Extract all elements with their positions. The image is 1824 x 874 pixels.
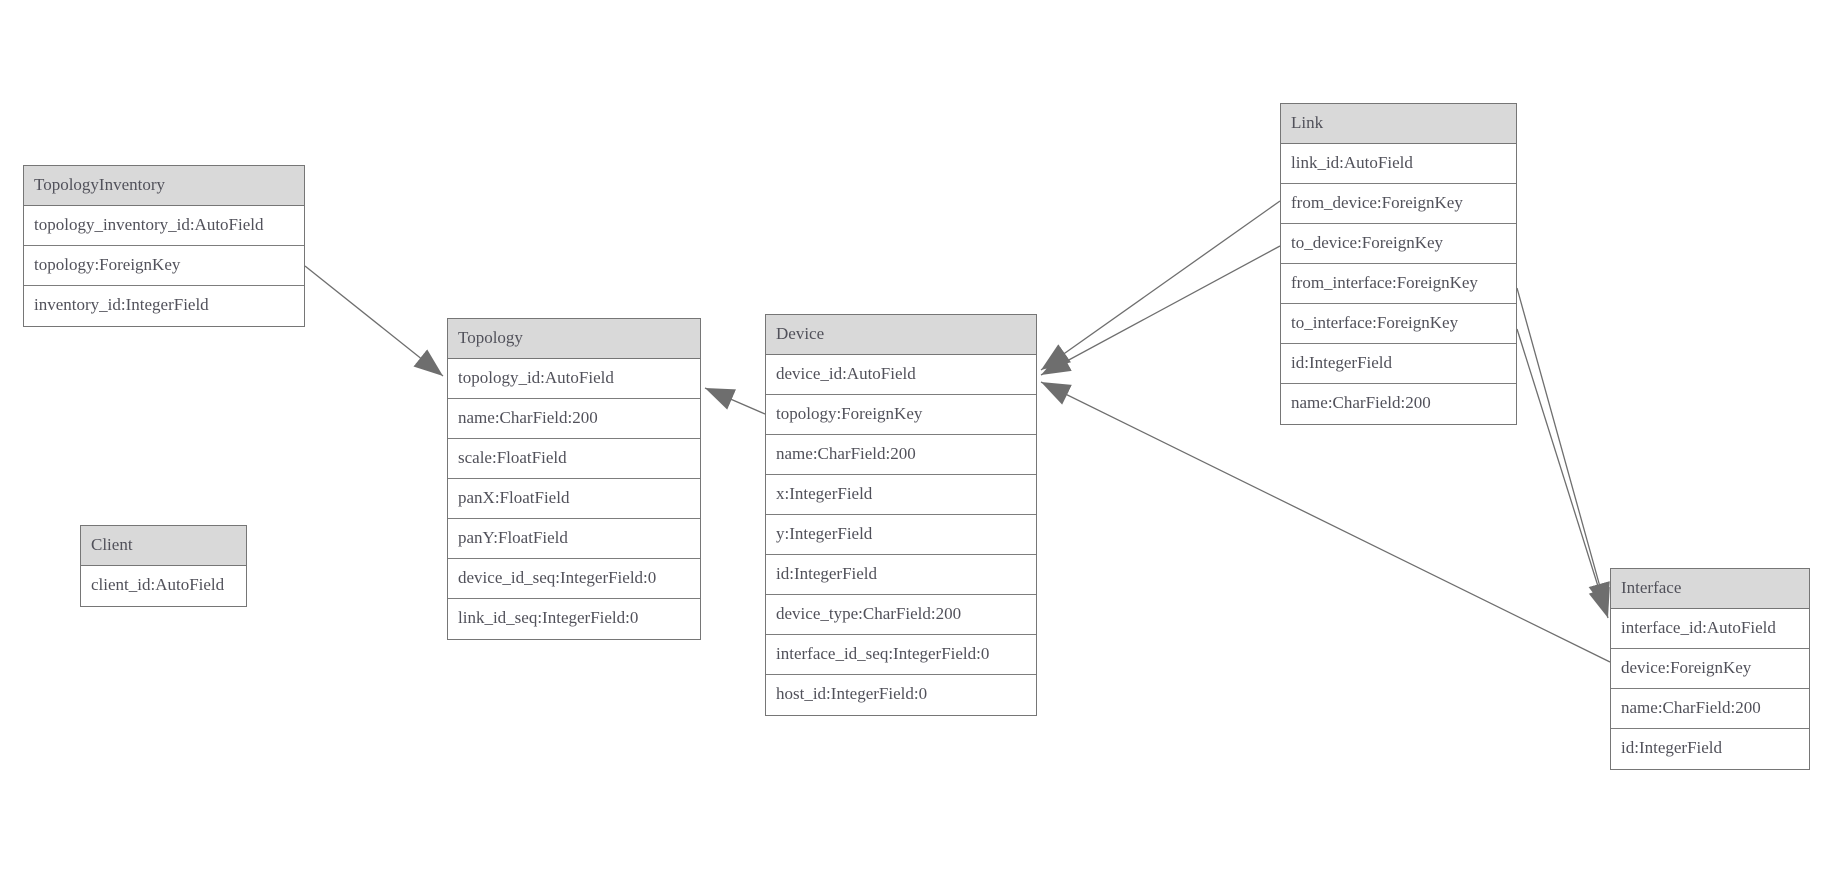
entity-field: scale:FloatField bbox=[448, 439, 700, 479]
entity-field: name:CharField:200 bbox=[1281, 384, 1516, 424]
entity-field: id:IntegerField bbox=[1611, 729, 1809, 769]
entity-field: inventory_id:IntegerField bbox=[24, 286, 304, 326]
edge-link-to_device-to-device bbox=[1040, 245, 1281, 376]
entity-title: TopologyInventory bbox=[24, 166, 304, 206]
entity-field: device_id_seq:IntegerField:0 bbox=[448, 559, 700, 599]
entity-field: x:IntegerField bbox=[766, 475, 1036, 515]
entity-field: client_id:AutoField bbox=[81, 566, 246, 606]
edge-device-topology-to-topology bbox=[704, 387, 766, 415]
entity-field: device:ForeignKey bbox=[1611, 649, 1809, 689]
edge-topologyinventory-topology-to-topology bbox=[304, 265, 444, 377]
entity-field: from_interface:ForeignKey bbox=[1281, 264, 1516, 304]
entity-field: topology:ForeignKey bbox=[24, 246, 304, 286]
entity-field: y:IntegerField bbox=[766, 515, 1036, 555]
entity-field: from_device:ForeignKey bbox=[1281, 184, 1516, 224]
entity-field: name:CharField:200 bbox=[448, 399, 700, 439]
entity-field: link_id_seq:IntegerField:0 bbox=[448, 599, 700, 639]
entity-field: name:CharField:200 bbox=[1611, 689, 1809, 729]
entity-field: panY:FloatField bbox=[448, 519, 700, 559]
entity-title: Topology bbox=[448, 319, 700, 359]
entity-title: Client bbox=[81, 526, 246, 566]
entity-field: to_interface:ForeignKey bbox=[1281, 304, 1516, 344]
entity-title: Link bbox=[1281, 104, 1516, 144]
entity-field: id:IntegerField bbox=[766, 555, 1036, 595]
entity-field: id:IntegerField bbox=[1281, 344, 1516, 384]
edge-link-from_interface-to-interface bbox=[1516, 287, 1610, 613]
entity-field: interface_id:AutoField bbox=[1611, 609, 1809, 649]
entity-field: name:CharField:200 bbox=[766, 435, 1036, 475]
entity-field: topology_id:AutoField bbox=[448, 359, 700, 399]
edge-link-to_interface-to-interface bbox=[1516, 328, 1610, 619]
entity-field: host_id:IntegerField:0 bbox=[766, 675, 1036, 715]
entity-field: panX:FloatField bbox=[448, 479, 700, 519]
edge-interface-device-to-device bbox=[1040, 381, 1611, 663]
entity-field: topology_inventory_id:AutoField bbox=[24, 206, 304, 246]
entity-title: Interface bbox=[1611, 569, 1809, 609]
entity-field: device_id:AutoField bbox=[766, 355, 1036, 395]
edge-link-from_device-to-device bbox=[1040, 200, 1281, 371]
entity-field: to_device:ForeignKey bbox=[1281, 224, 1516, 264]
entity-field: link_id:AutoField bbox=[1281, 144, 1516, 184]
entity-field: device_type:CharField:200 bbox=[766, 595, 1036, 635]
entity-field: topology:ForeignKey bbox=[766, 395, 1036, 435]
entity-field: interface_id_seq:IntegerField:0 bbox=[766, 635, 1036, 675]
entity-title: Device bbox=[766, 315, 1036, 355]
